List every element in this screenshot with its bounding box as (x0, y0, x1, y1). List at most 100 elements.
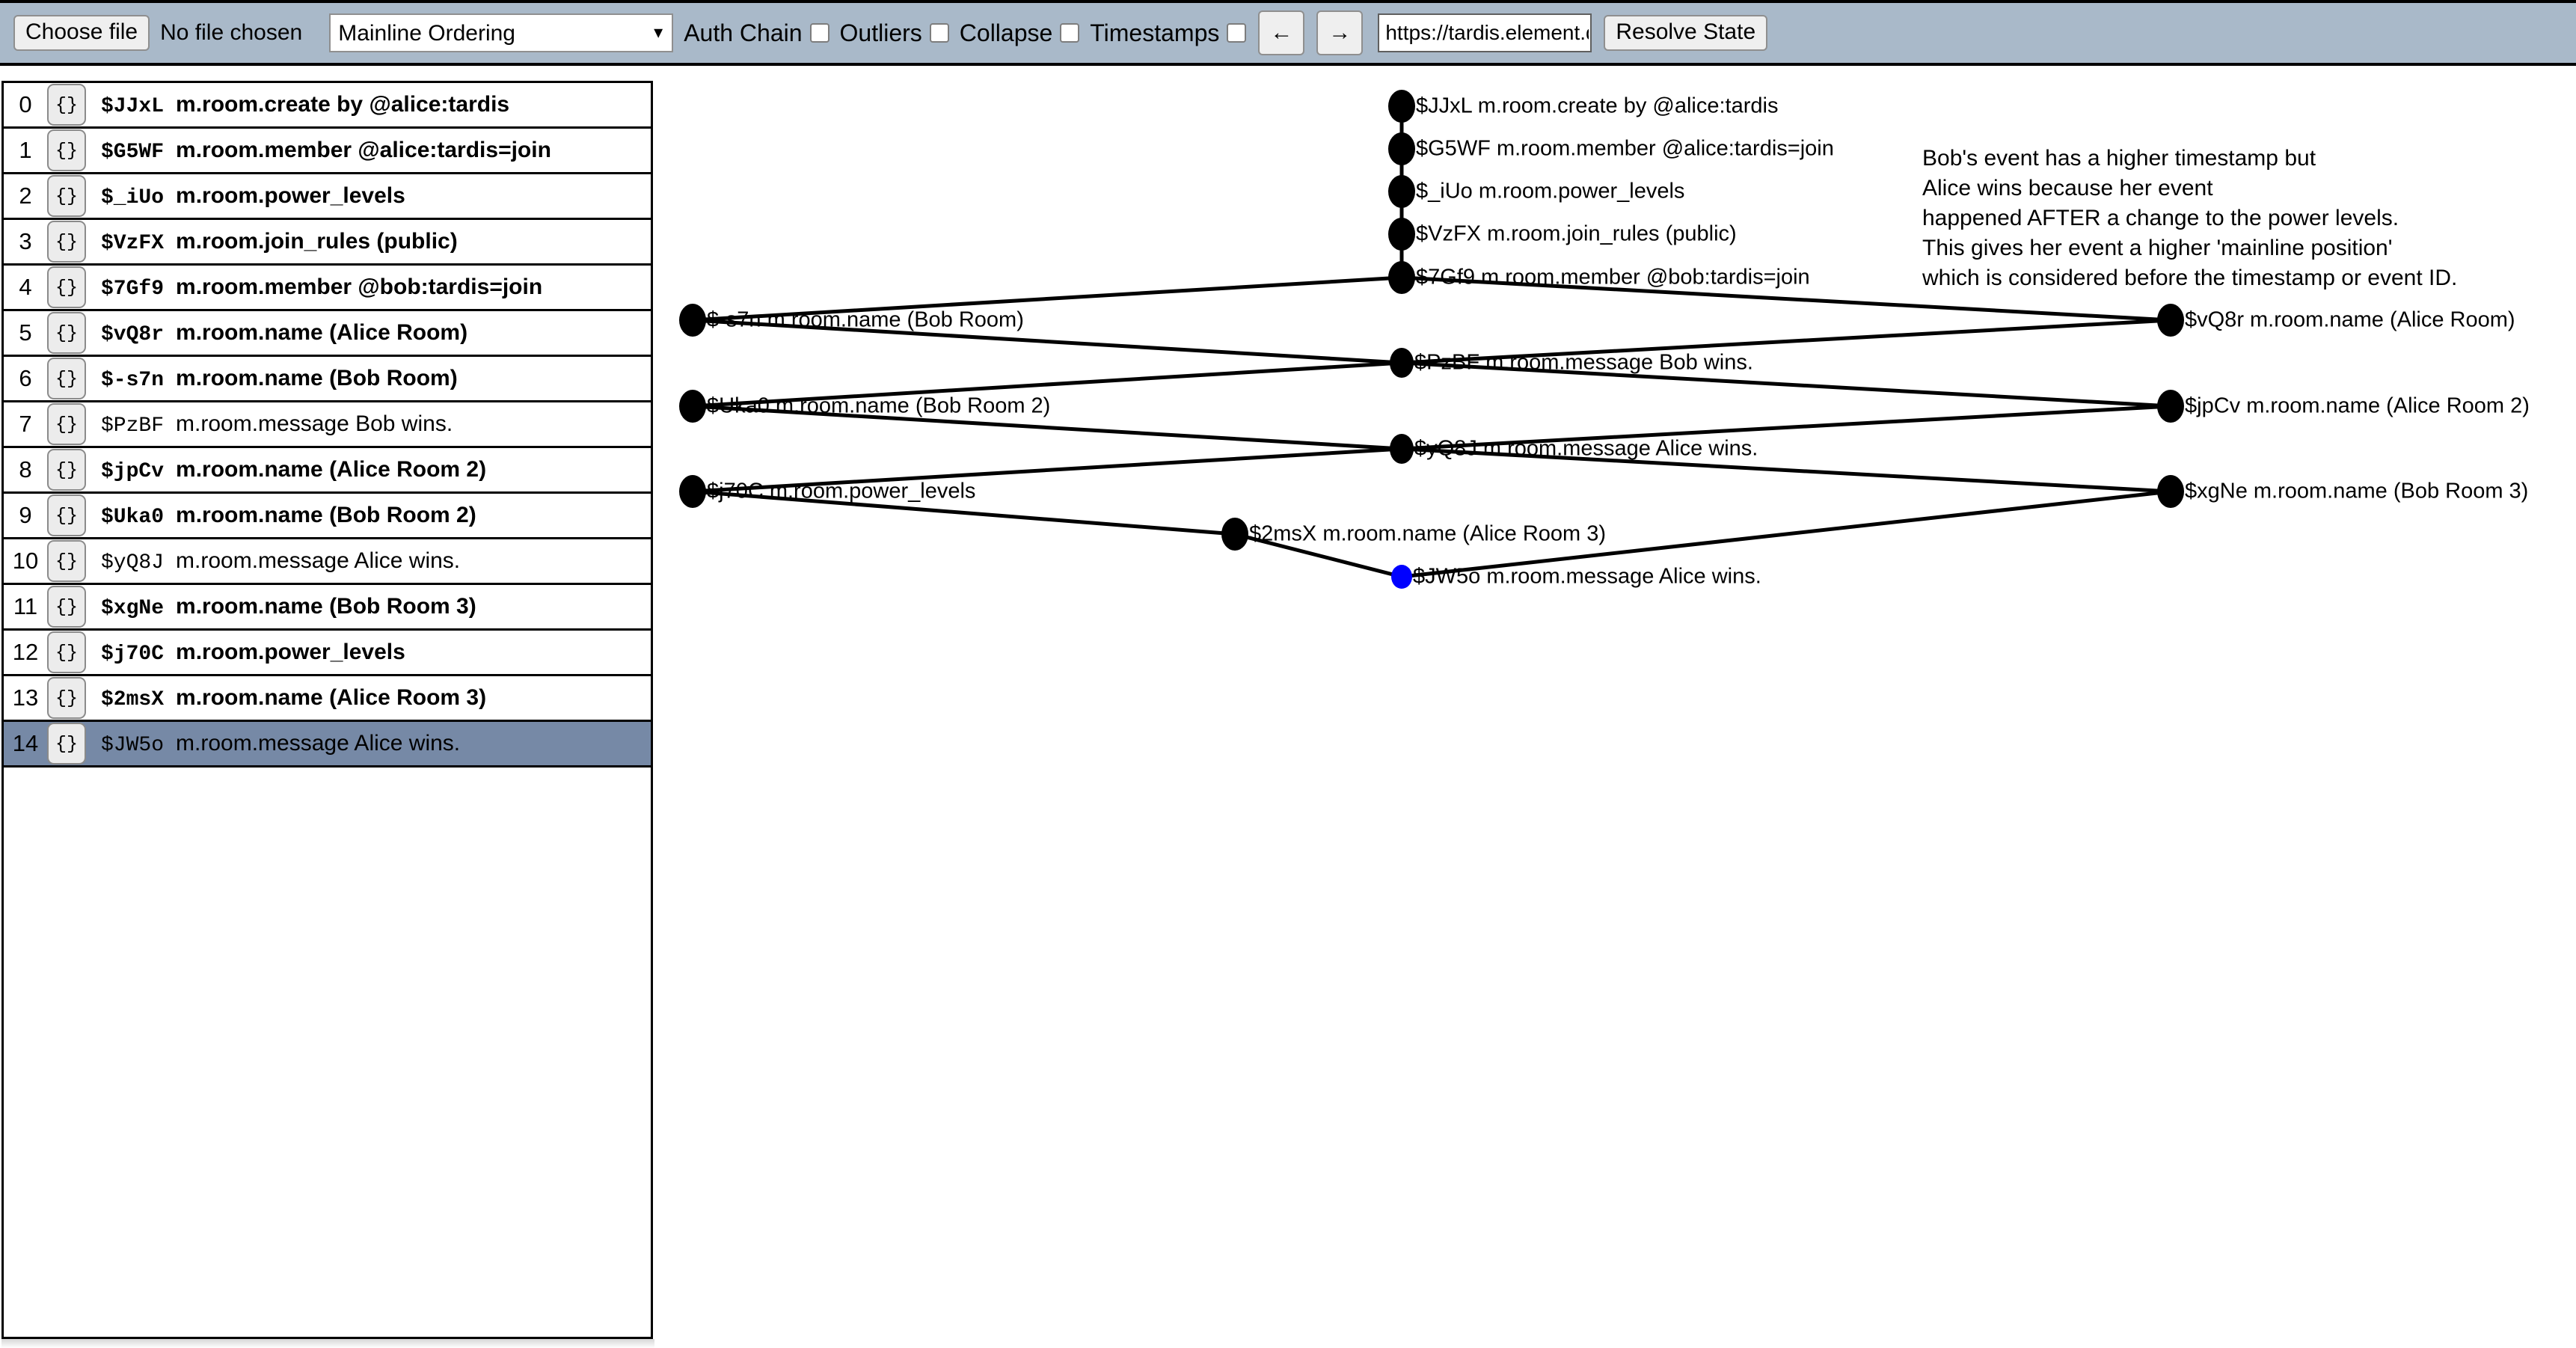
view-json-button[interactable]: {} (47, 677, 86, 719)
event-id: $jpCv (101, 459, 165, 483)
event-type: m.room.name (Bob Room 2) (176, 502, 476, 527)
server-url-input[interactable] (1378, 13, 1592, 52)
event-row-index: 12 (12, 639, 39, 665)
graph-node[interactable] (1388, 132, 1415, 165)
ordering-mode-select[interactable]: Mainline Ordering (329, 13, 674, 52)
event-row-index: 8 (19, 456, 32, 482)
ordering-select-wrap: Mainline Ordering ▾ (329, 13, 674, 52)
outliers-checkbox[interactable] (929, 23, 949, 43)
graph-node[interactable] (679, 475, 706, 508)
view-json-button[interactable]: {} (47, 403, 86, 445)
graph-node[interactable] (1388, 218, 1415, 251)
event-id: $VzFX (101, 231, 165, 255)
event-id: $j70C (101, 642, 165, 666)
annotation-line: which is considered before the timestamp… (1922, 266, 2458, 290)
auth-chain-checkbox[interactable] (809, 23, 829, 43)
graph-node[interactable] (2157, 304, 2184, 337)
event-row-index: 7 (19, 411, 32, 437)
graph-node[interactable] (679, 304, 706, 337)
graph-node-label: $yQ8J m.room.message Alice wins. (1414, 437, 1758, 461)
view-json-button[interactable]: {} (47, 449, 86, 491)
event-type: m.room.message Alice wins. (176, 730, 461, 756)
view-json-button[interactable]: {} (47, 221, 86, 263)
event-id: $yQ8J (101, 551, 165, 575)
graph-node[interactable] (1388, 90, 1415, 123)
graph-node-label: $jpCv m.room.name (Alice Room 2) (2185, 394, 2530, 418)
event-type: m.room.member @bob:tardis=join (176, 274, 543, 299)
choose-file-button[interactable]: Choose file (13, 15, 150, 51)
forward-arrow-icon[interactable]: → (1316, 10, 1364, 55)
event-type: m.room.message Alice wins. (176, 548, 461, 573)
graph-node[interactable] (2157, 475, 2184, 508)
event-id: $2msX (101, 687, 165, 711)
graph-edge (692, 404, 1402, 451)
view-json-button[interactable]: {} (47, 84, 86, 126)
graph-node[interactable] (1391, 565, 1412, 589)
view-json-button[interactable]: {} (47, 175, 86, 217)
graph-node[interactable] (1390, 348, 1414, 378)
graph-node-label: $G5WF m.room.member @alice:tardis=join (1416, 137, 1834, 161)
collapse-checkbox[interactable] (1060, 23, 1080, 43)
back-arrow-icon[interactable]: ← (1258, 10, 1305, 55)
graph-node[interactable] (679, 390, 706, 423)
view-json-button[interactable]: {} (47, 540, 86, 582)
edge-layer (692, 106, 2171, 579)
graph-node[interactable] (1390, 434, 1414, 464)
event-row-index: 13 (12, 684, 39, 711)
view-json-button[interactable]: {} (47, 358, 86, 399)
graph-edge (692, 275, 1402, 322)
event-id: $xgNe (101, 596, 165, 620)
event-row-index: 5 (19, 319, 32, 346)
timestamps-checkbox[interactable] (1227, 23, 1247, 43)
event-id: $PzBF (101, 414, 165, 438)
view-json-button[interactable]: {} (47, 129, 86, 171)
graph-edge (692, 318, 1402, 365)
graph-node-label: $vQ8r m.room.name (Alice Room) (2185, 308, 2515, 332)
graph-node[interactable] (1388, 261, 1415, 294)
view-json-button[interactable]: {} (47, 586, 86, 628)
graph-node-label: $_iUo m.room.power_levels (1416, 180, 1684, 203)
graph-node[interactable] (1221, 518, 1248, 551)
view-json-button[interactable]: {} (47, 723, 86, 765)
event-graph-area[interactable]: $JJxL m.room.create by @alice:tardis$G5W… (655, 81, 2576, 1348)
view-json-button[interactable]: {} (47, 631, 86, 673)
event-type: m.room.member @alice:tardis=join (176, 137, 551, 162)
graph-edge (1234, 532, 1402, 579)
event-row-index: 9 (19, 502, 32, 528)
event-row-index: 14 (12, 730, 39, 756)
graph-node-label: $Uka0 m.room.name (Bob Room 2) (707, 394, 1050, 418)
resolve-state-button[interactable]: Resolve State (1604, 15, 1768, 51)
graph-node[interactable] (2157, 390, 2184, 423)
view-json-button[interactable]: {} (47, 266, 86, 308)
graph-node-label: $7Gf9 m.room.member @bob:tardis=join (1416, 266, 1810, 289)
graph-node[interactable] (1388, 175, 1415, 208)
view-json-button[interactable]: {} (47, 494, 86, 536)
event-row-index: 6 (19, 365, 32, 391)
view-json-button[interactable]: {} (47, 312, 86, 354)
graph-edge (1401, 361, 2171, 408)
